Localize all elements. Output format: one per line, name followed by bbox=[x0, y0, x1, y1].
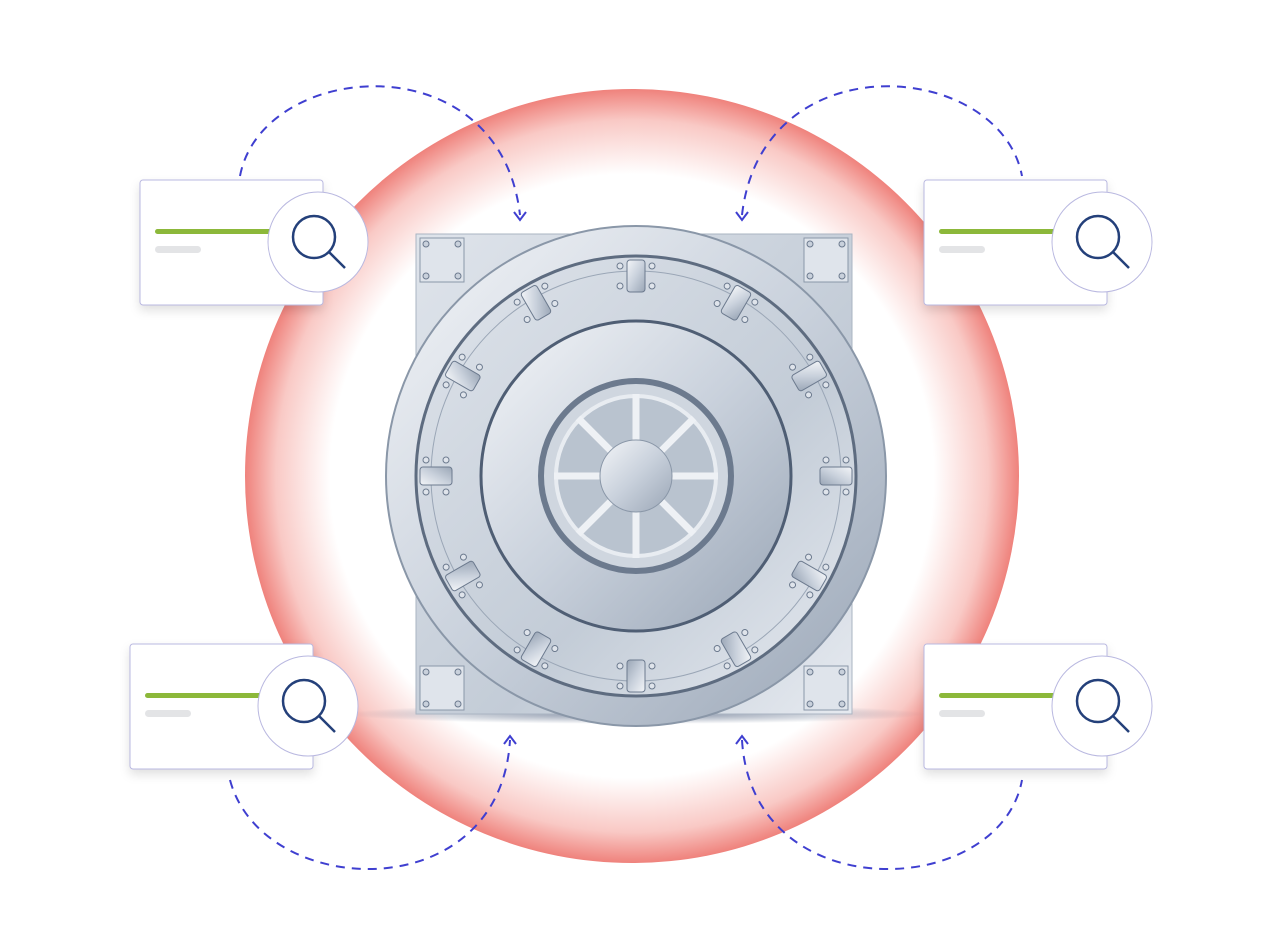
locking-bolt bbox=[419, 456, 453, 496]
search-icon bbox=[1075, 678, 1130, 733]
green-progress-bar bbox=[155, 229, 285, 234]
gray-placeholder-bar bbox=[155, 246, 201, 253]
corner-plate bbox=[803, 237, 849, 283]
corner-plate bbox=[419, 237, 465, 283]
arrow-head-icon bbox=[735, 211, 749, 222]
gray-placeholder-bar bbox=[939, 710, 985, 717]
locking-bolt bbox=[513, 282, 559, 323]
locking-bolt bbox=[713, 282, 759, 323]
locking-bolt bbox=[513, 629, 559, 670]
locking-bolt bbox=[442, 553, 483, 599]
search-icon bbox=[281, 678, 336, 733]
locking-bolt bbox=[819, 456, 853, 496]
search-icon bbox=[291, 214, 346, 269]
locking-bolt bbox=[616, 659, 656, 693]
magnifier-badge bbox=[257, 655, 359, 757]
vault-door-icon bbox=[346, 225, 926, 727]
locking-bolt bbox=[789, 353, 830, 399]
wheel-spoke bbox=[575, 498, 614, 537]
magnifier-badge bbox=[267, 191, 369, 293]
magnifier-badge bbox=[1051, 191, 1153, 293]
search-icon bbox=[1075, 214, 1130, 269]
connector-top-right bbox=[741, 85, 1023, 216]
corner-plate bbox=[419, 665, 465, 711]
connector-bottom-right bbox=[741, 739, 1023, 870]
locking-bolt bbox=[713, 629, 759, 670]
search-card-bottom-left bbox=[129, 643, 359, 770]
search-card-top-right bbox=[923, 179, 1153, 306]
search-card-bottom-right bbox=[923, 643, 1153, 770]
connector-bottom-left bbox=[229, 739, 511, 870]
locking-bolt bbox=[789, 553, 830, 599]
corner-plate bbox=[803, 665, 849, 711]
gray-placeholder-bar bbox=[145, 710, 191, 717]
green-progress-bar bbox=[939, 229, 1069, 234]
green-progress-bar bbox=[939, 693, 1069, 698]
wheel-spoke bbox=[658, 415, 697, 454]
green-progress-bar bbox=[145, 693, 275, 698]
gray-placeholder-bar bbox=[939, 246, 985, 253]
arrow-head-icon bbox=[735, 734, 749, 745]
connector-top-left bbox=[239, 85, 521, 216]
arrow-head-icon bbox=[503, 734, 517, 745]
dashed-connectors bbox=[229, 85, 1023, 870]
arrow-head-icon bbox=[513, 211, 527, 222]
wheel-spoke bbox=[658, 498, 697, 537]
wheel-spoke bbox=[575, 415, 614, 454]
locking-bolt bbox=[616, 259, 656, 293]
search-card-top-left bbox=[139, 179, 369, 306]
locking-bolt bbox=[442, 353, 483, 399]
magnifier-badge bbox=[1051, 655, 1153, 757]
